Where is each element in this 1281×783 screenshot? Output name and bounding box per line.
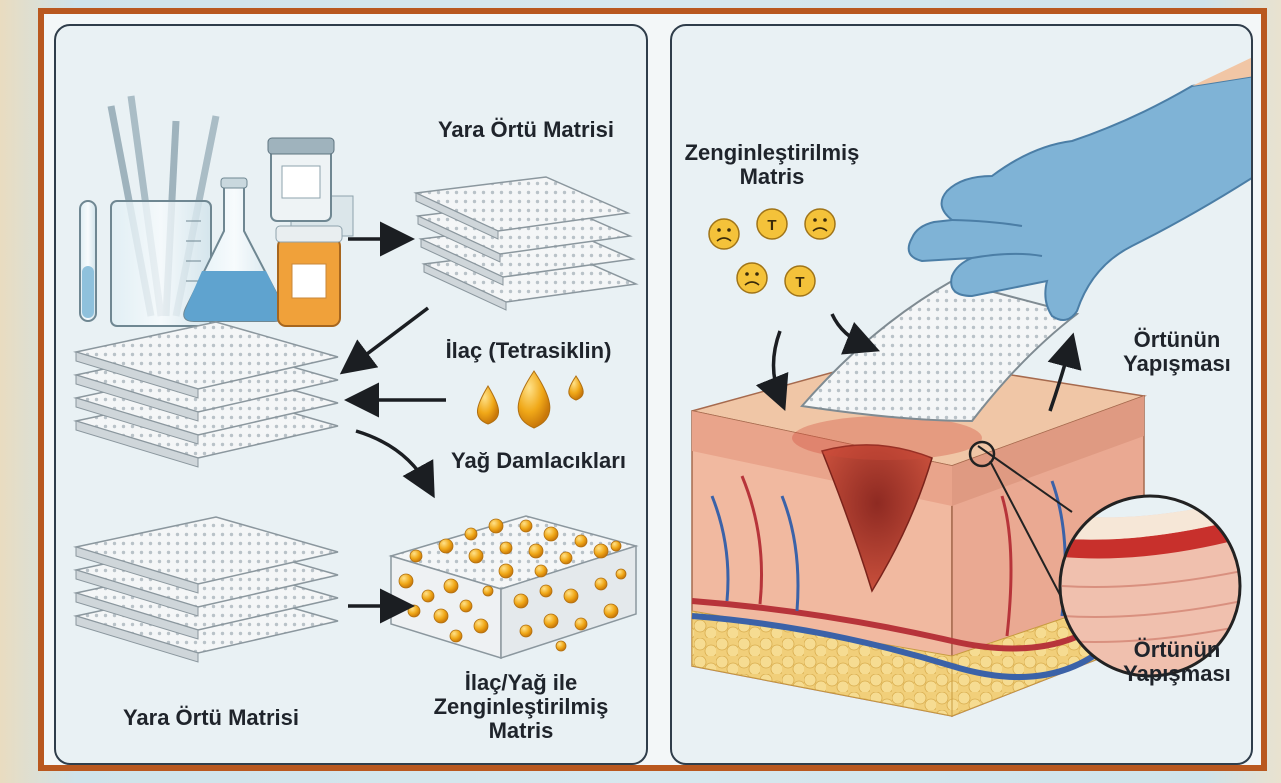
oil-drop-icons — [477, 371, 583, 428]
oil-droplets-label: Yağ Damlacıkları — [436, 449, 641, 473]
matrix-label-bottom: Yara Örtü Matrisi — [96, 706, 326, 730]
matrix-label-top: Yara Örtü Matrisi — [416, 118, 636, 142]
left-panel-preparation: Yara Örtü Matrisi İlaç (Tetrasiklin) Yağ… — [54, 24, 648, 765]
enriched-matrix-label-line1: Zenginleştirilmiş — [682, 141, 862, 165]
adhesion-label-bottom-line2: Yapışması — [1097, 662, 1253, 686]
enriched-matrix-label-line3: Matris — [406, 719, 636, 743]
wound-dressing-matrix-stack-bottom — [76, 517, 338, 662]
enriched-matrix-block — [391, 516, 636, 658]
enriched-matrix-label: İlaç/Yağ ile Zenginleştirilmiş Matris — [406, 671, 636, 742]
enriched-matrix-label-line2: Zenginleştirilmiş — [406, 695, 636, 719]
drug-marker-t2: T — [795, 274, 804, 291]
adhesion-label-top-line1: Örtünün — [1097, 328, 1253, 352]
drug-marker-t1: T — [767, 217, 776, 234]
wound-dressing-matrix-stack-middle — [76, 322, 338, 467]
adhesion-label-top-line2: Yapışması — [1097, 352, 1253, 376]
adhesion-label-top: Örtünün Yapışması — [1097, 328, 1253, 376]
drug-label: İlaç (Tetrasiklin) — [411, 339, 646, 363]
wound-dressing-matrix-stack-top — [416, 177, 636, 310]
adhesion-label-bottom-line1: Örtünün — [1097, 638, 1253, 662]
enriched-matrix-label: Zenginleştirilmiş Matris — [682, 141, 862, 189]
adhesion-label-bottom: Örtünün Yapışması — [1097, 638, 1253, 686]
enriched-matrix-label-line2: Matris — [682, 165, 862, 189]
lab-equipment-icon — [80, 96, 353, 326]
drug-oil-markers: T T — [709, 209, 835, 296]
gloved-hand-icon — [909, 56, 1253, 320]
enriched-matrix-label-line1: İlaç/Yağ ile — [406, 671, 636, 695]
right-panel-application: T T — [670, 24, 1253, 765]
figure-frame: Yara Örtü Matrisi İlaç (Tetrasiklin) Yağ… — [38, 8, 1267, 771]
